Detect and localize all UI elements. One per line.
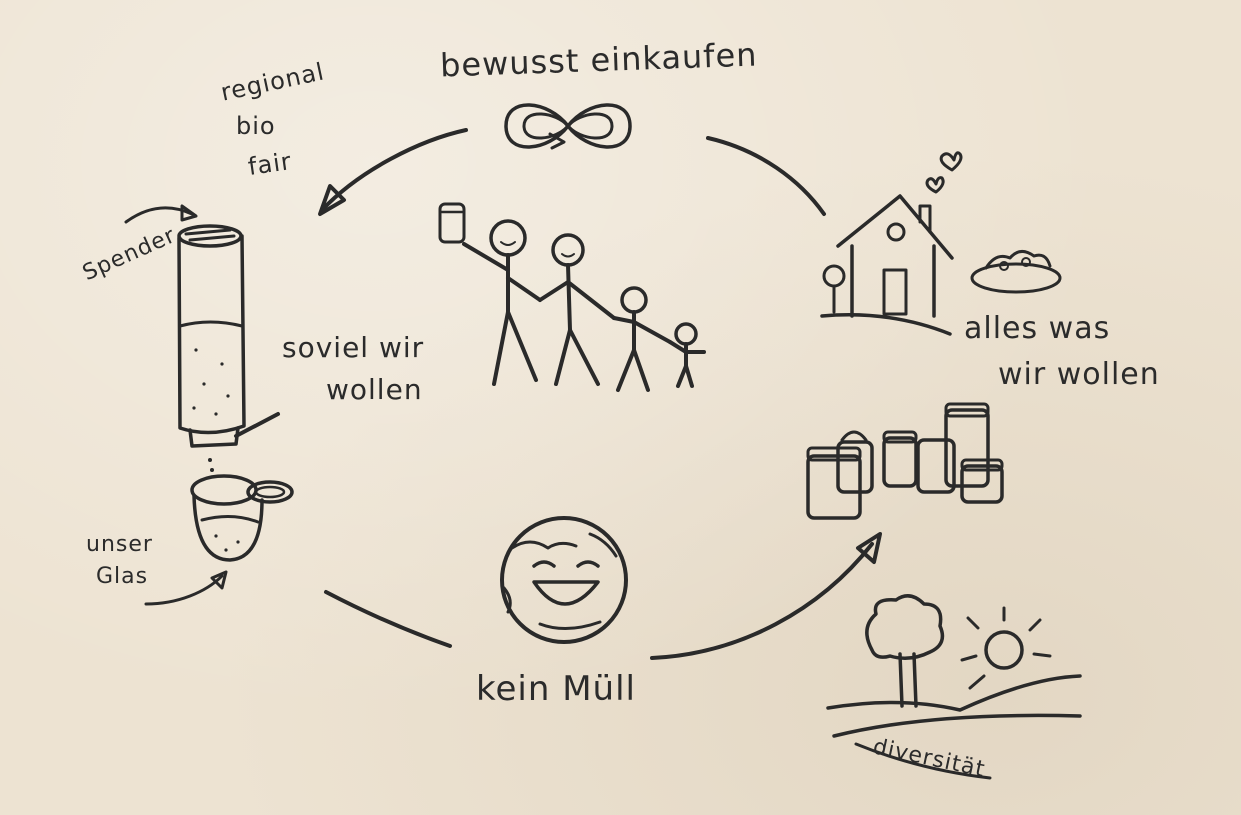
label-conscious-shopping: bewusst einkaufen — [439, 35, 759, 85]
label-as-much-line1: soviel wir — [282, 331, 425, 364]
label-everything-line2: wir wollen — [998, 357, 1160, 392]
cycle-arrows — [318, 128, 882, 660]
label-our-jar-line1: unser — [86, 532, 153, 557]
label-bio: bio — [236, 112, 276, 140]
label-everything-line1: alles was — [964, 311, 1111, 346]
label-as-much-line2: wollen — [326, 373, 423, 406]
house-icon — [820, 151, 1062, 336]
family-icon — [438, 202, 706, 392]
arrow-top-left-head — [318, 184, 346, 216]
earth-icon — [500, 516, 628, 644]
landscape-icon — [826, 594, 1082, 780]
arrow-dispenser-label — [124, 206, 194, 224]
dispenser-icon — [177, 224, 280, 472]
label-no-waste: kein Müll — [476, 669, 636, 709]
arrow-bottom-right — [650, 542, 874, 660]
infinity-icon — [504, 103, 632, 150]
label-our-jar-line2: Glas — [96, 564, 149, 589]
arrow-top-right — [706, 136, 826, 216]
arrow-dispenser-label-head — [180, 204, 198, 222]
arrow-bottom-right-head — [856, 532, 882, 564]
arrow-bottom-left — [324, 590, 452, 648]
arrow-top-left — [320, 128, 468, 212]
arrow-jar-label — [144, 574, 224, 606]
jar-icon — [190, 474, 294, 562]
jars-group-icon — [806, 402, 1004, 520]
arrow-jar-label-head — [210, 570, 228, 590]
label-fair: fair — [246, 147, 294, 181]
